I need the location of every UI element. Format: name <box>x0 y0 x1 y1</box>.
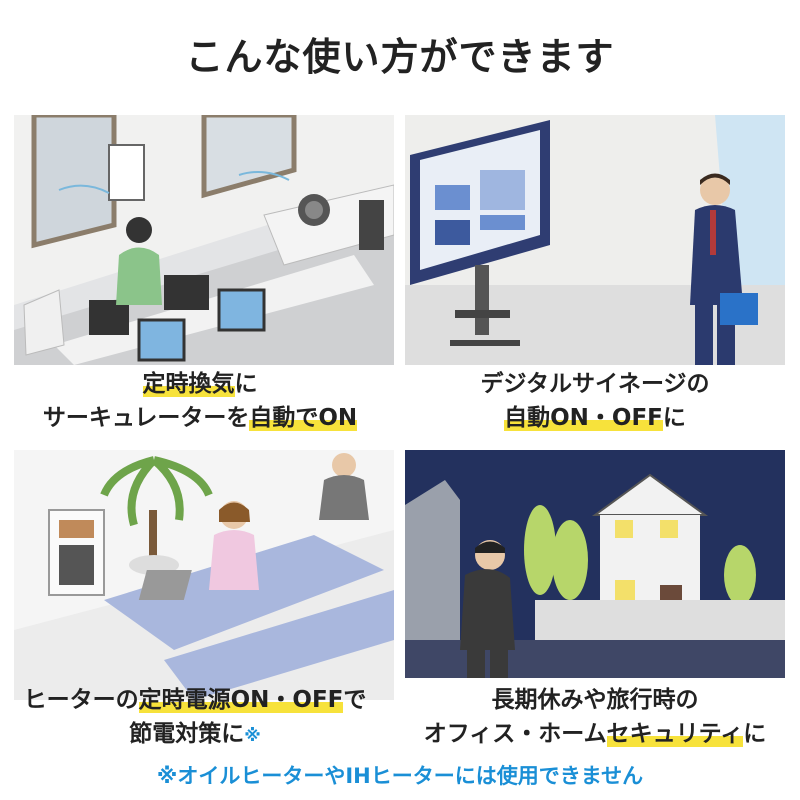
caption-line: サーキュレーターを自動でON <box>5 401 395 435</box>
night-house-illustration <box>405 450 785 678</box>
caption-signage: デジタルサイネージの 自動ON・OFFに <box>400 367 790 435</box>
footnote: ※オイルヒーターやIHヒーターには使用できません <box>156 764 644 788</box>
caption-highlight: セキュリティ <box>606 721 744 747</box>
caption-line: オフィス・ホームセキュリティに <box>400 717 790 751</box>
caption-highlight: 自動でON <box>249 405 358 431</box>
caption-highlight: 定時換気 <box>142 371 235 397</box>
office-circulator-illustration <box>14 115 394 365</box>
caption-line: 自動ON・OFFに <box>400 401 790 435</box>
caption-text: に <box>234 371 258 397</box>
footnote-mark: ※ <box>244 726 261 746</box>
caption-text: で <box>343 687 367 713</box>
caption-text: 長期休みや旅行時の <box>491 687 699 713</box>
heater-lobby-illustration <box>14 450 394 700</box>
caption-text: サーキュレーターを <box>42 405 250 431</box>
caption-ventilation: 定時換気に サーキュレーターを自動でON <box>5 367 395 435</box>
caption-text: ヒーターの <box>23 687 139 713</box>
digital-signage-illustration <box>405 115 785 365</box>
caption-text: デジタルサイネージの <box>480 371 710 397</box>
caption-highlight: 定時電源ON・OFF <box>138 687 344 713</box>
caption-text: に <box>743 721 767 747</box>
page-title: こんな使い方ができます <box>185 35 615 79</box>
caption-line: 長期休みや旅行時の <box>400 683 790 717</box>
caption-line: ヒーターの定時電源ON・OFFで <box>0 683 390 717</box>
caption-line: 節電対策に※ <box>0 717 390 753</box>
caption-text: オフィス・ホーム <box>423 721 607 747</box>
caption-heater: ヒーターの定時電源ON・OFFで 節電対策に※ <box>0 683 390 753</box>
caption-security: 長期休みや旅行時の オフィス・ホームセキュリティに <box>400 683 790 751</box>
caption-text: に <box>662 405 686 431</box>
caption-line: デジタルサイネージの <box>400 367 790 401</box>
caption-text: 節電対策に <box>129 721 245 747</box>
caption-line: 定時換気に <box>5 367 395 401</box>
caption-highlight: 自動ON・OFF <box>504 405 663 431</box>
